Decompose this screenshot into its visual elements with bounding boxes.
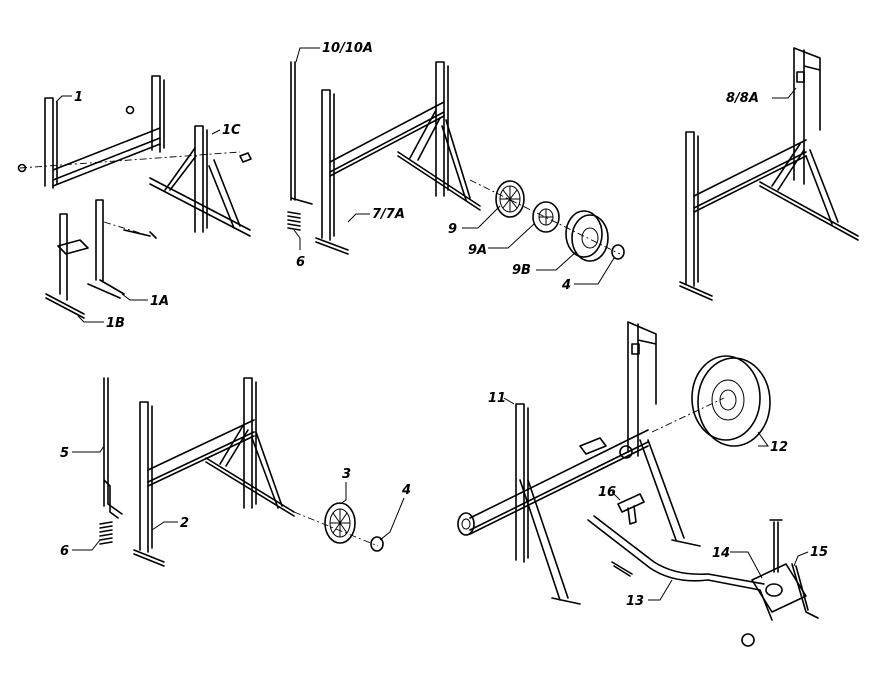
callout-1: 1 xyxy=(74,90,83,105)
callout-13: 13 xyxy=(626,594,644,609)
callout-7-7a: 7/7A xyxy=(372,207,405,222)
callout-4-top: 4 xyxy=(561,278,571,293)
callout-9b: 9B xyxy=(512,263,531,278)
callout-3: 3 xyxy=(342,467,351,482)
callout-6-top: 6 xyxy=(296,255,305,270)
frame-assembly-e xyxy=(457,321,819,647)
callout-9: 9 xyxy=(448,222,457,237)
callout-1a: 1A xyxy=(150,294,169,309)
callout-1b: 1B xyxy=(106,316,125,331)
leader-lines xyxy=(55,47,809,601)
callout-14: 14 xyxy=(712,546,730,561)
callout-16: 16 xyxy=(598,485,616,500)
callout-15: 15 xyxy=(810,545,828,560)
callout-labels: 1 1C 1A 1B 10/10A 6 7/7A 9 9A 9B 4 8/8A … xyxy=(60,41,828,609)
callout-4-bottom: 4 xyxy=(401,483,411,498)
frame-assembly-b xyxy=(287,61,625,262)
callout-6-bottom: 6 xyxy=(60,544,69,559)
callout-10-10a: 10/10A xyxy=(322,41,373,56)
callout-12: 12 xyxy=(770,440,788,455)
callout-8-8a: 8/8A xyxy=(726,91,759,106)
callout-5: 5 xyxy=(60,446,69,461)
frame-assembly-c xyxy=(679,47,859,301)
callout-9a: 9A xyxy=(468,243,487,258)
callout-1c: 1C xyxy=(222,123,241,138)
callout-11: 11 xyxy=(488,391,506,406)
frame-assembly-d xyxy=(99,377,384,567)
callout-2: 2 xyxy=(180,516,189,531)
frame-assembly-a xyxy=(17,75,252,319)
